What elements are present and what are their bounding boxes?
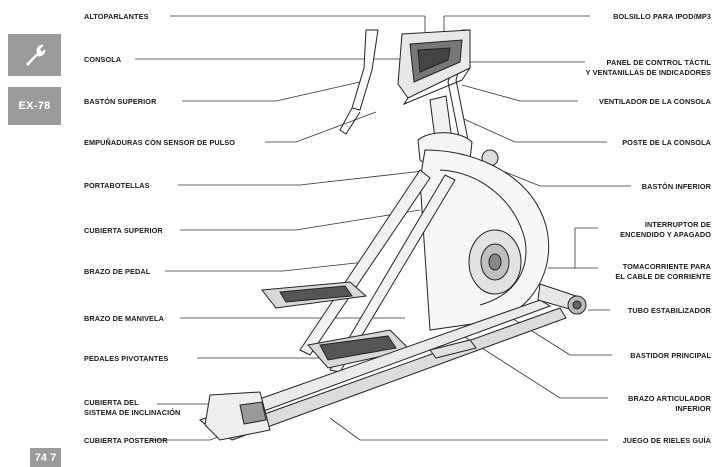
label-cubierta-inclinacion-line1: CUBIERTA DEL [84,398,139,407]
label-articulador-line1: BRAZO ARTICULADOR [628,394,711,403]
label-consola: CONSOLA [84,55,122,64]
label-empunaduras: EMPUÑADURAS CON SENSOR DE PULSO [84,138,236,147]
label-brazo-manivela: BRAZO DE MANIVELA [84,314,164,323]
label-altoparlantes: ALTOPARLANTES [84,12,149,21]
wrench-icon [25,44,45,66]
label-tomacorriente-line1: TOMACORRIENTE PARA [622,262,711,271]
label-rieles: JUEGO DE RIELES GUÍA [622,436,711,445]
label-panel-line2: Y VENTANILLAS DE INDICADORES [585,68,711,77]
label-baston-superior: BASTÓN SUPERIOR [84,97,157,106]
label-bastidor: BASTIDOR PRINCIPAL [630,351,711,360]
wrench-tab [8,34,61,76]
label-bolsillo: BOLSILLO PARA IPOD/MP3 [613,12,711,21]
label-cubierta-superior: CUBIERTA SUPERIOR [84,226,163,235]
label-tomacorriente-line2: EL CABLE DE CORRIENTE [615,272,711,281]
label-cubierta-inclinacion-line2: SISTEMA DE INCLINACIÓN [84,408,181,417]
label-baston-inferior: BASTÓN INFERIOR [641,182,711,191]
label-panel-line1: PANEL DE CONTROL TÁCTIL [606,58,711,67]
label-pedales-pivotantes: PEDALES PIVOTANTES [84,354,169,363]
label-brazo-pedal: BRAZO DE PEDAL [84,267,151,276]
page-number: 74 7 [30,448,61,467]
label-poste: POSTE DE LA CONSOLA [622,138,711,147]
label-interruptor-line1: INTERRUPTOR DE [644,220,711,229]
label-interruptor-line2: ENCENDIDO Y APAGADO [620,230,711,239]
model-tab: EX-78 [8,87,61,125]
label-articulador-line2: INFERIOR [675,404,711,413]
label-tubo: TUBO ESTABILIZADOR [627,306,711,315]
label-ventilador: VENTILADOR DE LA CONSOLA [599,97,711,106]
label-cubierta-posterior: CUBIERTA POSTERIOR [84,436,168,445]
label-portabotellas: PORTABOTELLAS [84,181,150,190]
elliptical-machine [199,29,587,441]
